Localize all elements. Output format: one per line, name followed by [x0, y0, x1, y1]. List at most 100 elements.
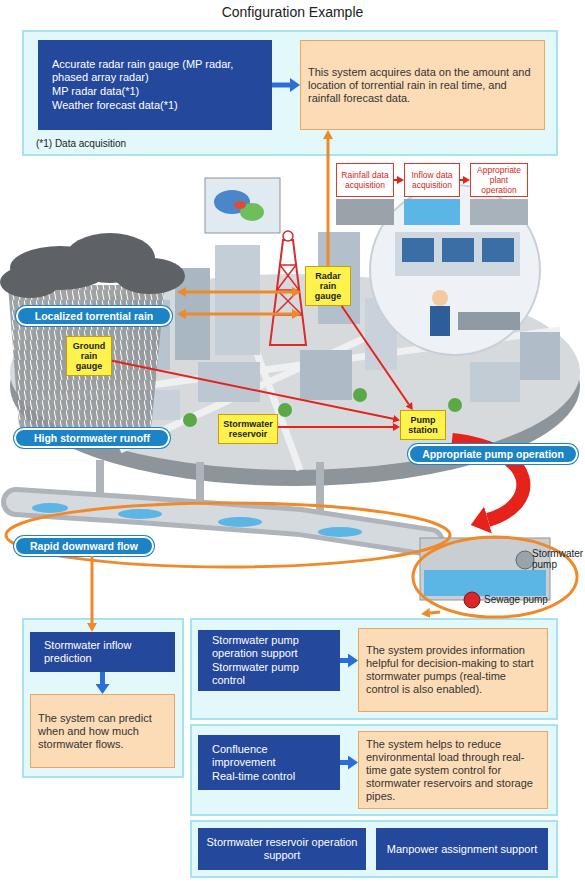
- monitor-wall: [395, 232, 520, 276]
- screen: [402, 238, 434, 262]
- phenomenon-label: Rapid downward flow: [14, 536, 154, 556]
- node-text: Stormwater reservoir operation support: [206, 836, 358, 862]
- node-text: High stormwater runoff: [16, 432, 168, 444]
- function-box: Manpower assignment support: [376, 828, 548, 870]
- tree: [353, 388, 367, 402]
- building: [215, 245, 260, 355]
- step-label: Appropriate plant operation: [470, 163, 528, 197]
- node-text: Pump station: [402, 415, 444, 435]
- function-box: Stormwater pump operation supportStormwa…: [198, 630, 340, 691]
- description-box: The system provides information helpful …: [358, 628, 548, 712]
- node-text: Inflow data acquisition: [406, 170, 458, 190]
- connector: [91, 556, 94, 623]
- node-text: Stormwater pump operation support: [212, 634, 332, 660]
- diagram-title: Configuration Example: [0, 3, 585, 21]
- connector: [342, 306, 409, 404]
- highlight-ellipse: [6, 503, 450, 567]
- radar-tower: [270, 231, 306, 345]
- source-box: Accurate radar rain gauge (MP radar, pha…: [38, 40, 272, 130]
- description-box: The system can predict when and how much…: [30, 694, 175, 768]
- connector: [340, 760, 348, 765]
- desk: [458, 312, 520, 330]
- plant-icon: [470, 199, 528, 225]
- building: [300, 350, 352, 400]
- screen: [482, 238, 514, 262]
- sewer: [16, 460, 550, 608]
- radar-beam-arrow: [186, 291, 292, 294]
- cloud: [115, 258, 185, 294]
- building: [198, 362, 260, 402]
- device-label: Radar rain gauge: [305, 266, 351, 306]
- function-box: Confluence improvementReal-time control: [198, 735, 340, 790]
- node-text: Real-time control: [212, 770, 295, 783]
- node-text: Stormwater inflow prediction: [44, 639, 167, 665]
- node-text: MP radar data(*1): [52, 85, 139, 98]
- node-text: Confluence improvement: [212, 743, 332, 769]
- device-label: Stormwater reservoir: [218, 414, 278, 444]
- phenomenon-label: Appropriate pump operation: [408, 444, 578, 464]
- water: [32, 503, 68, 513]
- node-text: Manpower assignment support: [387, 843, 537, 856]
- node-text: The system provides information helpful …: [366, 644, 540, 696]
- tree: [278, 403, 292, 417]
- node-text: Weather forecast data(*1): [52, 99, 178, 112]
- node-text: The system helps to reduce environmental…: [366, 738, 540, 803]
- phenomenon-label: High stormwater runoff: [14, 428, 170, 448]
- inflow-icon: [404, 199, 460, 225]
- node-text: Radar rain gauge: [307, 271, 349, 301]
- function-box: Stormwater reservoir operation support: [198, 828, 366, 870]
- rain-icon: [336, 199, 394, 225]
- annotation-label: Stormwater pump: [532, 548, 580, 570]
- node-text: Rapid downward flow: [16, 540, 152, 552]
- weather-map: [205, 178, 280, 233]
- connector: [460, 179, 463, 181]
- node-text: Appropriate pump operation: [410, 448, 576, 460]
- node-text: Stormwater pump control: [212, 661, 332, 687]
- radar-dome: [283, 231, 293, 241]
- device-label: Ground rain gauge: [66, 336, 112, 376]
- stormwater-pump-symbol: [516, 551, 534, 569]
- water: [318, 527, 362, 537]
- step-label: Rainfall data acquisition: [336, 163, 394, 197]
- radar-beam-arrow: [186, 313, 292, 316]
- tower-lattice: [274, 265, 302, 315]
- connector: [100, 672, 105, 684]
- annotation-label: Sewage pump: [484, 594, 554, 605]
- description-box: The system helps to reduce environmental…: [358, 731, 548, 809]
- connector: [340, 658, 348, 663]
- water: [118, 509, 162, 519]
- node-text: Stormwater reservoir: [220, 419, 276, 439]
- annotation-label: (*1) Data acquisition: [36, 138, 236, 149]
- cloud: [0, 266, 60, 298]
- water: [218, 517, 262, 527]
- description-box: This system acquires data on the amount …: [300, 40, 545, 130]
- tank-water: [424, 570, 546, 596]
- node-text: The system can predict when and how much…: [38, 712, 167, 751]
- map-frame: [205, 178, 280, 233]
- node-text: Localized torrential rain: [18, 310, 170, 322]
- operator-head: [432, 290, 448, 306]
- connector: [112, 361, 393, 419]
- node-text: Rainfall data acquisition: [338, 170, 392, 190]
- map-blob: [234, 201, 246, 209]
- function-box: Stormwater inflow prediction: [30, 632, 175, 672]
- tree: [183, 413, 197, 427]
- sewage-pump-symbol: [464, 592, 480, 608]
- node-text: This system acquires data on the amount …: [308, 66, 537, 105]
- node-text: Ground rain gauge: [68, 341, 110, 371]
- tree: [448, 398, 462, 412]
- operator-body: [430, 306, 450, 336]
- building: [470, 362, 520, 402]
- connector: [394, 179, 397, 181]
- control-room-frame: [370, 185, 540, 355]
- device-label: Pump station: [400, 410, 446, 440]
- connector: [278, 426, 393, 428]
- connector: [327, 139, 330, 266]
- step-label: Inflow data acquisition: [404, 163, 460, 197]
- buildings: [130, 232, 560, 427]
- storm-cloud: [0, 233, 185, 440]
- connector: [272, 83, 290, 88]
- building: [520, 332, 560, 380]
- screen: [442, 238, 474, 262]
